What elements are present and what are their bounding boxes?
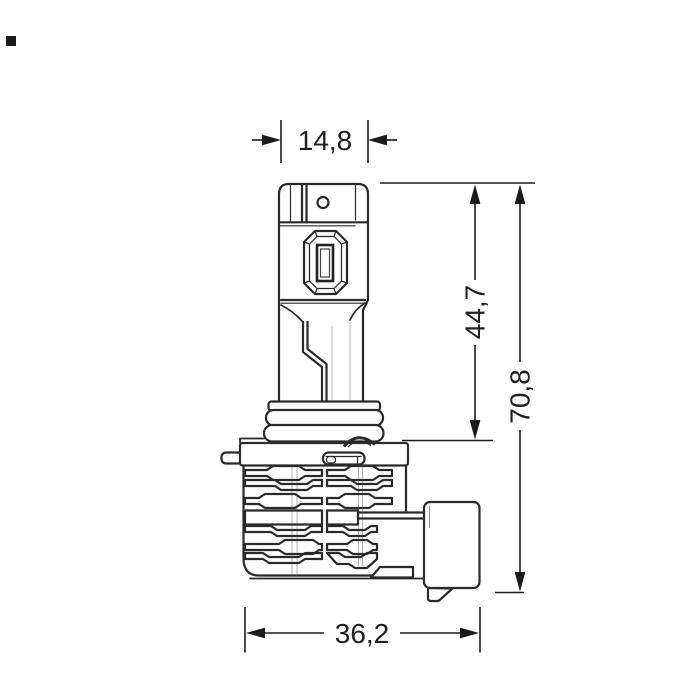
arrowhead-right-icon: [262, 134, 281, 146]
dim-base-width: 36,2: [244, 607, 481, 653]
arrowhead-right-icon: [460, 627, 479, 639]
corner-mark: [6, 36, 16, 46]
arrowhead-left-icon: [246, 627, 265, 639]
arrowhead-left-icon: [368, 134, 387, 146]
bulb-neck: [279, 298, 367, 404]
dim-upper-height: 44,7: [380, 182, 535, 442]
heatsink-fins: [243, 464, 426, 570]
dim-label-top-width: 14,8: [298, 125, 353, 156]
flange-slot: [321, 451, 366, 466]
heatsink-lip: [369, 565, 415, 579]
retainer-clip: [342, 436, 376, 448]
led-window: [302, 229, 349, 296]
mounting-flange: [220, 436, 410, 467]
dim-top-width: 14,8: [252, 120, 397, 163]
bulb-body: [277, 182, 370, 404]
dim-label-upper-height: 44,7: [460, 285, 491, 340]
connector-block: [422, 500, 481, 603]
led-chip: [315, 243, 335, 283]
dim-total-height: 70,8: [495, 184, 536, 594]
dim-label-total-height: 70,8: [505, 369, 536, 424]
alignment-hole: [316, 195, 330, 210]
dim-label-base-width: 36,2: [335, 618, 390, 649]
heatsink-outline: [242, 464, 379, 577]
collar-rings: [262, 400, 385, 443]
connector-tab: [426, 586, 454, 603]
bulb-cap: [277, 183, 370, 227]
heatsink: [242, 464, 426, 580]
